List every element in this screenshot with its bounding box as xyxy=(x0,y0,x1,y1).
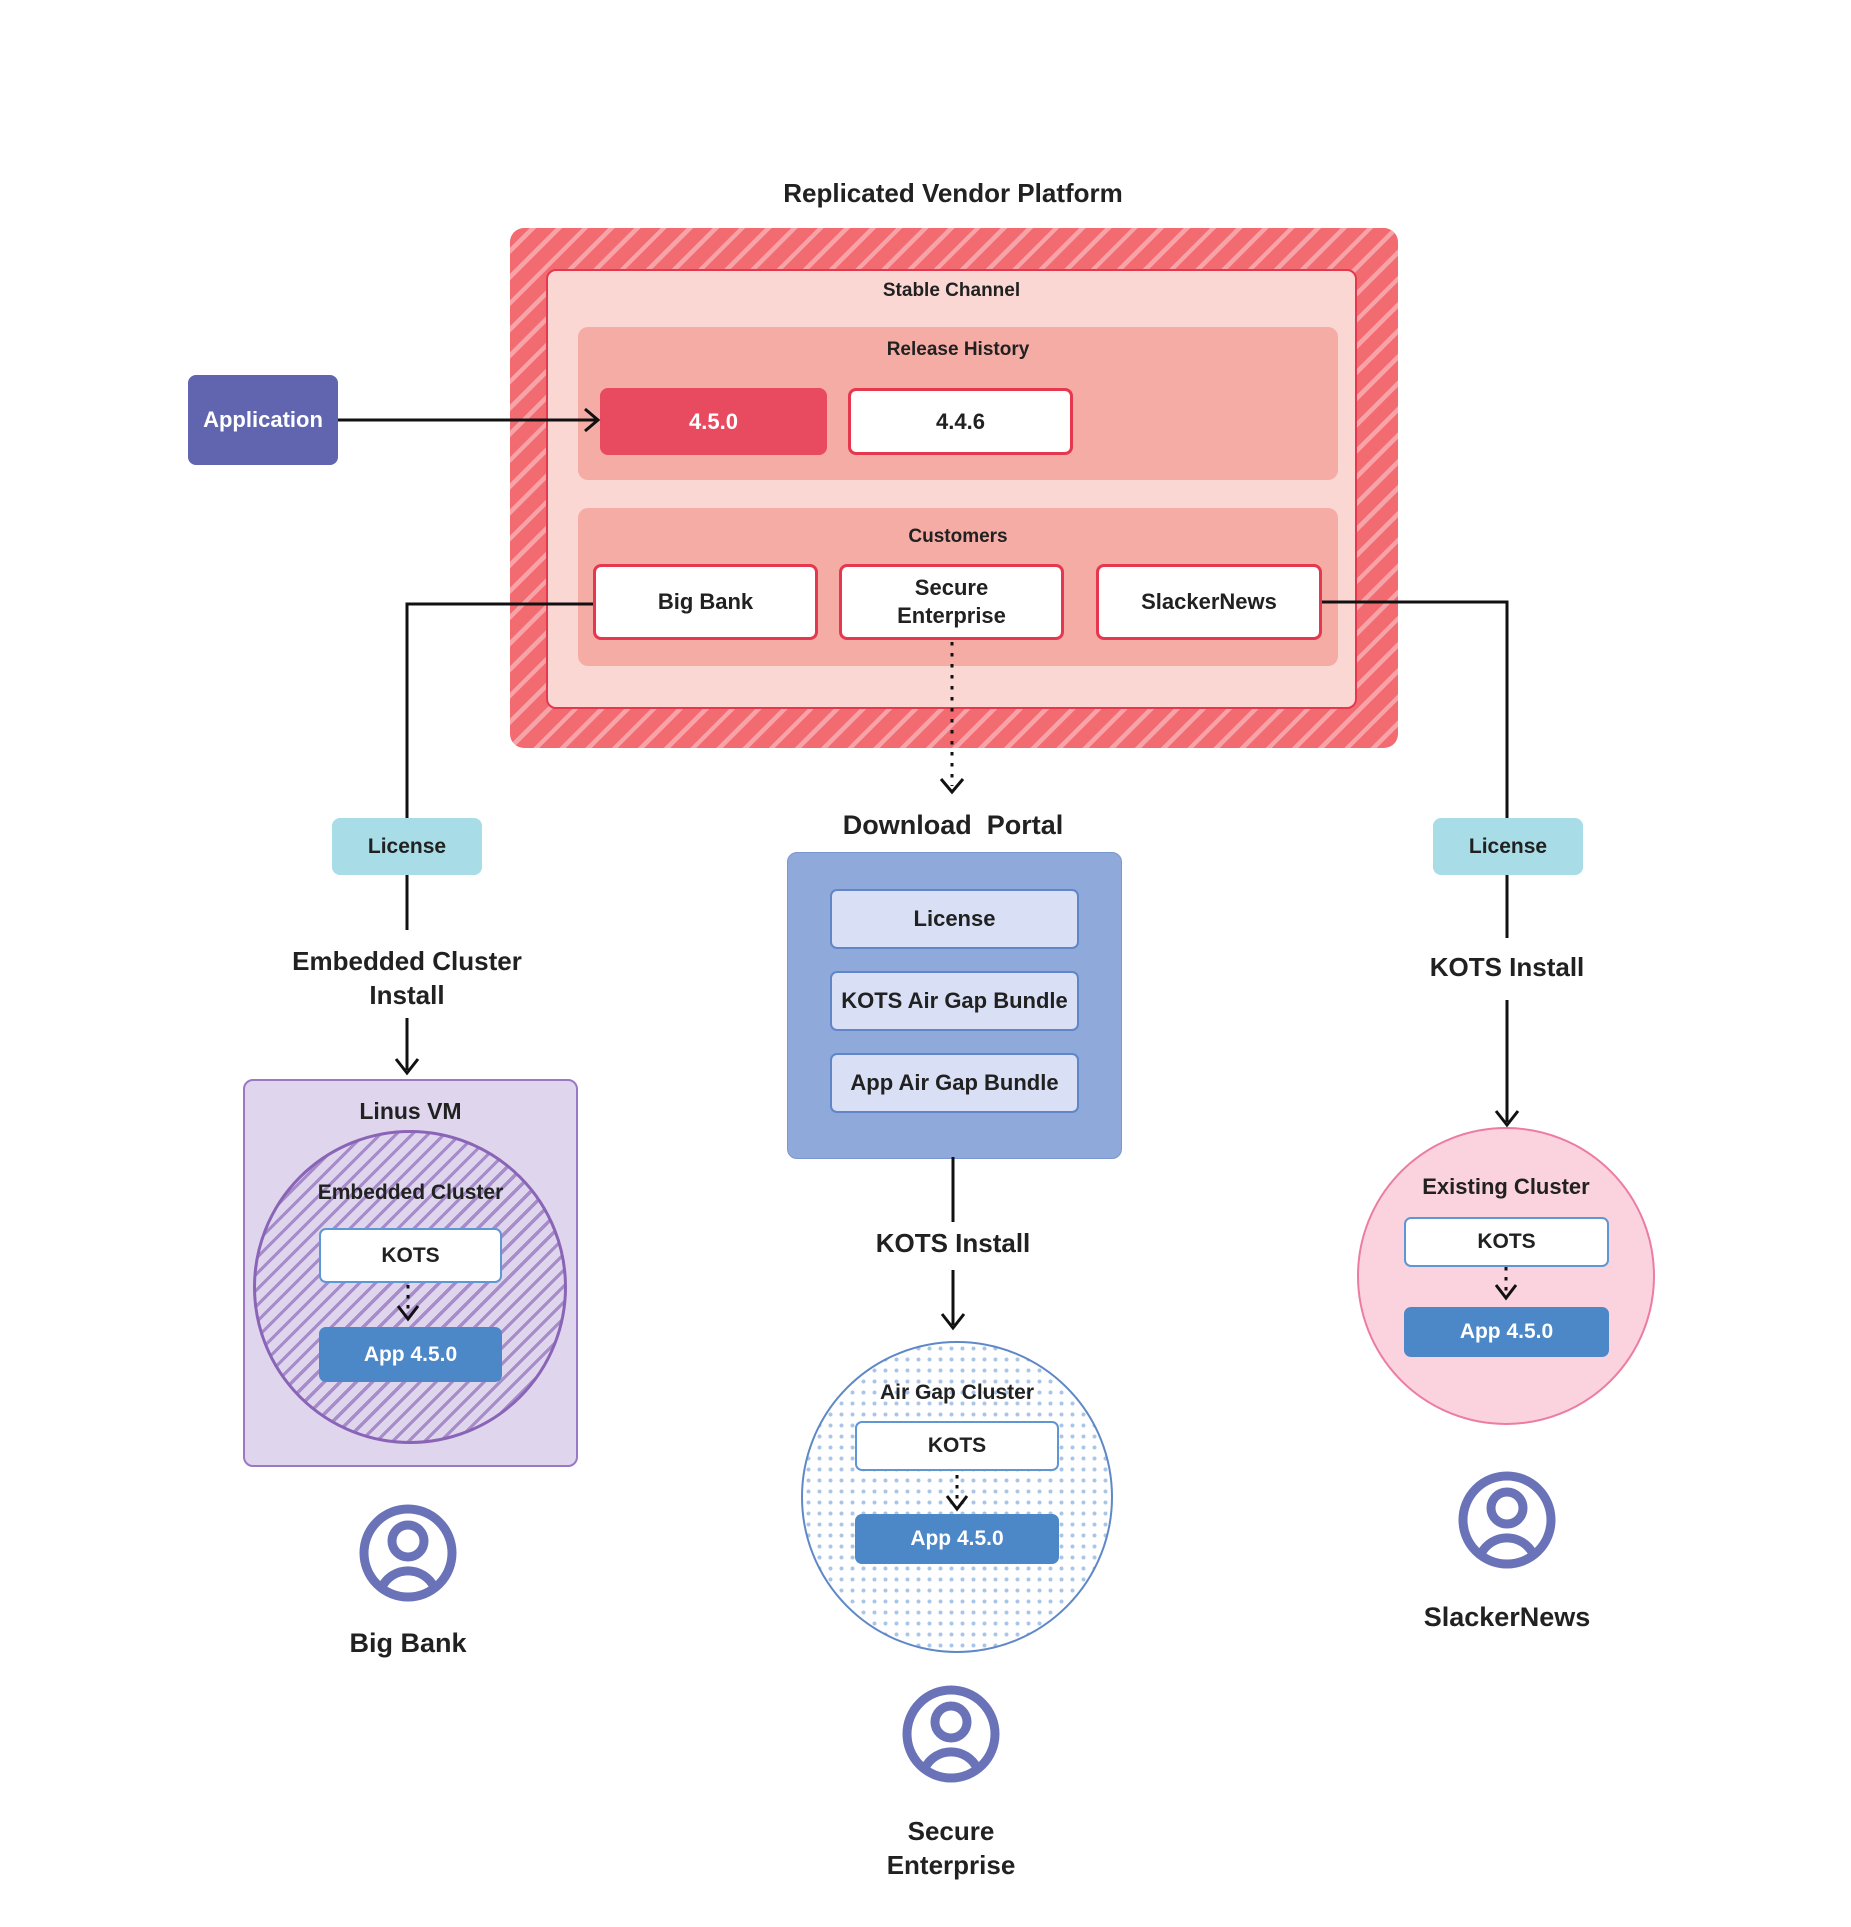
page-title: Replicated Vendor Platform xyxy=(103,178,1803,209)
embedded-cluster-install-label: Embedded Cluster Install xyxy=(292,946,522,1010)
release-4-4-6: 4.4.6 xyxy=(848,388,1073,455)
kots-install-label-middle: KOTS Install xyxy=(875,1228,1031,1258)
application-box: Application xyxy=(188,375,338,465)
stable-channel-label: Stable Channel xyxy=(882,280,1021,301)
customer-slackernews: SlackerNews xyxy=(1096,564,1322,640)
linus-vm-label: Linus VM xyxy=(359,1098,462,1124)
kots-box-left: KOTS xyxy=(319,1228,502,1283)
existing-cluster-label: Existing Cluster xyxy=(1422,1174,1590,1199)
customers-box: Customers Big Bank Secure Enterprise Sla… xyxy=(578,508,1338,666)
app-box-middle: App 4.5.0 xyxy=(855,1514,1059,1564)
release-history-box: Release History 4.5.0 4.4.6 xyxy=(578,327,1338,480)
app-box-left: App 4.5.0 xyxy=(319,1327,502,1382)
portal-item-app-bundle: App Air Gap Bundle xyxy=(830,1053,1079,1113)
secure-enterprise-user-label: Secure Enterprise xyxy=(886,1816,1016,1880)
slackernews-user-label: SlackerNews xyxy=(1423,1602,1591,1632)
stable-channel-box: Stable Channel Release History 4.5.0 4.4… xyxy=(546,269,1357,709)
portal-item-kots-bundle: KOTS Air Gap Bundle xyxy=(830,971,1079,1031)
arrowhead xyxy=(394,1058,420,1076)
release-history-label: Release History xyxy=(886,339,1030,360)
air-gap-cluster-circle: Air Gap Cluster KOTS App 4.5.0 xyxy=(801,1341,1113,1653)
license-chip-left: License xyxy=(332,818,482,875)
customer-big-bank: Big Bank xyxy=(593,564,818,640)
arrowhead xyxy=(1494,1110,1520,1128)
release-4-5-0: 4.5.0 xyxy=(600,388,827,455)
download-portal-box: License KOTS Air Gap Bundle App Air Gap … xyxy=(787,852,1122,1159)
kots-install-label-right: KOTS Install xyxy=(1429,952,1585,982)
customer-secure-enterprise: Secure Enterprise xyxy=(839,564,1064,640)
kots-box-right: KOTS xyxy=(1404,1217,1609,1267)
page-title-text: Replicated Vendor Platform xyxy=(783,178,1123,208)
kots-box-middle: KOTS xyxy=(855,1421,1059,1471)
embedded-cluster-circle xyxy=(253,1130,567,1444)
app-box-right: App 4.5.0 xyxy=(1404,1307,1609,1357)
user-icon-slackernews xyxy=(1457,1470,1557,1570)
portal-item-license: License xyxy=(830,889,1079,949)
air-gap-cluster-label: Air Gap Cluster xyxy=(879,1381,1035,1404)
user-icon-secure-enterprise xyxy=(901,1684,1001,1784)
big-bank-user-label: Big Bank xyxy=(349,1628,467,1658)
download-portal-title: Download Portal xyxy=(842,810,1064,840)
vendor-platform-box: Stable Channel Release History 4.5.0 4.4… xyxy=(510,228,1398,748)
arrowhead xyxy=(939,778,965,795)
customers-label: Customers xyxy=(908,526,1008,547)
user-icon-big-bank xyxy=(358,1503,458,1603)
embedded-cluster-label: Embedded Cluster xyxy=(317,1181,504,1204)
existing-cluster-circle: Existing Cluster KOTS App 4.5.0 xyxy=(1357,1127,1655,1425)
linus-vm-box: Linus VM Embedded Cluster KOTS App 4.5.0 xyxy=(243,1079,578,1467)
license-chip-right: License xyxy=(1433,818,1583,875)
arrowhead xyxy=(940,1313,966,1331)
